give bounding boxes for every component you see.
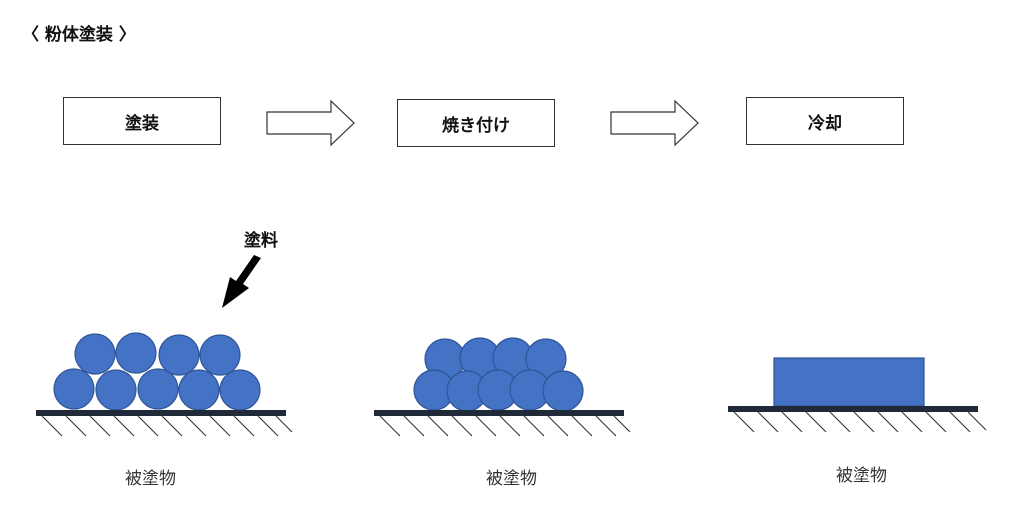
powder-particle (199, 334, 241, 376)
step-box-baking: 焼き付け (397, 99, 555, 147)
melting-particles (413, 337, 584, 412)
substrate-surface (36, 410, 286, 416)
substrate-label: 被塗物 (125, 469, 176, 489)
flow-arrow-icon (610, 99, 699, 147)
substrate-hatching (41, 415, 293, 437)
step-box-painting: 塗装 (63, 97, 221, 145)
substrate-hatching (733, 411, 987, 433)
powder-particle (53, 368, 95, 410)
step-label-baking: 焼き付け (442, 115, 510, 136)
powder-particle (178, 369, 220, 411)
powder-particles (53, 332, 261, 411)
paint-film (773, 357, 925, 407)
powder-particle (219, 369, 261, 411)
substrate-label: 被塗物 (486, 469, 537, 489)
paint-label: 塗料 (244, 231, 278, 251)
page-title: 〈 粉体塗装 〉 (22, 25, 136, 45)
stage-cooling-illustration (728, 357, 987, 433)
powder-particle (95, 369, 137, 411)
paint-arrow-icon (222, 255, 261, 308)
powder-particle (542, 370, 584, 412)
step-label-painting: 塗装 (125, 113, 159, 134)
substrate-hatching (379, 415, 631, 437)
powder-particle (137, 368, 179, 410)
powder-particle (115, 332, 157, 374)
powder-particle (158, 334, 200, 376)
substrate-surface (728, 406, 978, 412)
flow-arrow-icon (266, 99, 355, 147)
step-box-cooling: 冷却 (746, 97, 904, 145)
step-label-cooling: 冷却 (808, 113, 842, 134)
powder-particle (74, 333, 116, 375)
stage-painting-illustration (36, 332, 293, 437)
stage-baking-illustration (374, 337, 631, 437)
substrate-label: 被塗物 (836, 466, 887, 486)
substrate-surface (374, 410, 624, 416)
